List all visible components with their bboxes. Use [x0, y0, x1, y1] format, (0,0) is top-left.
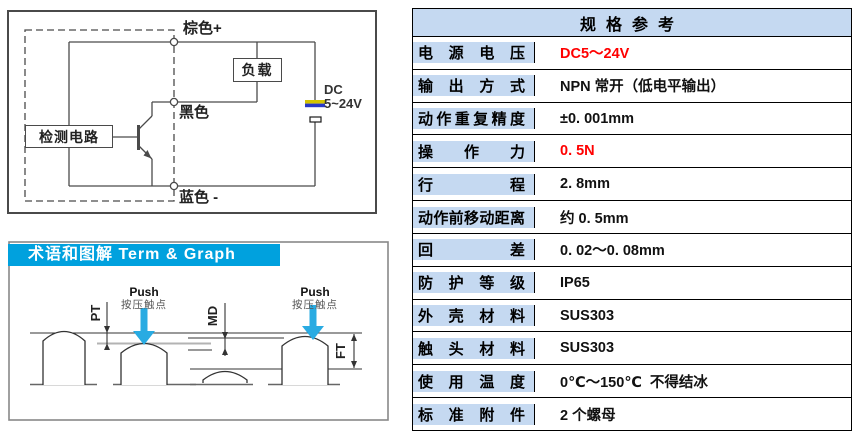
spec-row: 输出方式 NPN 常开（低电平输出） — [413, 70, 851, 103]
dome-free-2 — [281, 335, 329, 385]
dim-label-pt: PT — [88, 304, 103, 322]
dome-free-1 — [42, 330, 86, 385]
dim-pt — [104, 302, 110, 350]
circuit-wires — [68, 41, 316, 187]
detect-circuit-box: 检测电路 — [25, 125, 113, 148]
spec-row: 回差 0. 02～0. 08mm — [413, 234, 851, 267]
circuit-diagram — [7, 10, 377, 214]
push-label-2: Push 按压触点 — [280, 286, 350, 311]
spec-label: 操作力 — [413, 140, 535, 162]
terminal-blue — [169, 181, 179, 191]
spec-label: 使用温度 — [413, 370, 535, 392]
spec-row: 防护等级 IP65 — [413, 267, 851, 300]
blue-wire-label: 蓝色 - — [179, 189, 219, 206]
spec-row: 行程 2. 8mm — [413, 168, 851, 202]
push-arrow-2 — [302, 305, 324, 340]
dim-md — [222, 303, 228, 356]
spec-table-title: 规格参考 — [413, 9, 851, 37]
spec-label: 输出方式 — [413, 75, 535, 97]
spec-value: 0. 5N — [560, 143, 595, 160]
spec-row: 操作力 0. 5N — [413, 135, 851, 169]
load-box: 负载 — [233, 58, 282, 82]
term-graph-frame — [8, 241, 389, 421]
spec-value: 2. 8mm — [560, 176, 610, 193]
sensor-dashed-boundary — [24, 29, 175, 202]
terminal-black — [169, 97, 179, 107]
brown-wire-label: 棕色+ — [183, 20, 222, 37]
push-title-1: Push — [129, 285, 159, 299]
dome-pretravel — [120, 342, 168, 385]
spec-label: 电源电压 — [413, 42, 535, 64]
dim-label-md: MD — [205, 305, 220, 327]
spec-label: 行程 — [413, 173, 535, 195]
circuit-outer-frame — [7, 10, 377, 214]
spec-label: 触头材料 — [413, 337, 535, 359]
spec-row: 动作前移动距离 约 0. 5mm — [413, 201, 851, 234]
plunger-domes — [42, 330, 329, 385]
spec-label: 防护等级 — [413, 272, 535, 294]
dome-fullpress — [202, 370, 248, 383]
spec-value: SUS303 — [560, 340, 615, 357]
spec-row: 外壳材料 SUS303 — [413, 300, 851, 333]
spec-value: 约 0. 5mm — [560, 210, 629, 227]
spec-row: 使用温度 0℃～150℃ 不得结冰 — [413, 365, 851, 399]
black-wire-label: 黑色 — [179, 104, 210, 121]
battery-symbol — [305, 100, 325, 123]
emitter-arrow — [143, 150, 152, 159]
push-arrow-1 — [133, 308, 155, 345]
spec-table: 规格参考 电源电压 DC5～24V 输出方式 NPN 常开（低电平输出） 动作重… — [412, 8, 852, 431]
spec-value: NPN 常开（低电平输出） — [560, 79, 726, 96]
push-title-2: Push — [300, 285, 330, 299]
terminal-brown — [169, 37, 179, 47]
dim-label-ft: FT — [333, 343, 348, 359]
dc-voltage-label: 5~24V — [324, 96, 362, 111]
spec-label: 回差 — [413, 239, 535, 261]
push-label-1: Push 按压触点 — [109, 286, 179, 311]
spec-row: 电源电压 DC5～24V — [413, 37, 851, 70]
spec-value: 2 个螺母 — [560, 407, 616, 424]
spec-label: 外壳材料 — [413, 305, 535, 327]
spec-value: IP65 — [560, 274, 590, 291]
wire-terminals — [169, 37, 179, 191]
spec-label: 标准附件 — [413, 403, 535, 425]
spec-label: 动作重复精度 — [413, 108, 535, 130]
spec-value: 0℃～150℃ 不得结冰 — [560, 374, 708, 391]
push-subtitle-2: 按压触点 — [292, 299, 338, 311]
push-subtitle-1: 按压触点 — [121, 299, 167, 311]
npn-transistor — [113, 102, 153, 186]
spec-row: 标准附件 2 个螺母 — [413, 398, 851, 430]
push-arrows — [133, 305, 324, 345]
term-graph-diagram — [8, 241, 389, 421]
spec-value: DC5～24V — [560, 46, 630, 63]
spec-value: ±0. 001mm — [560, 110, 635, 127]
spec-label: 动作前移动距离 — [413, 206, 535, 228]
spec-value: 0. 02～0. 08mm — [560, 243, 665, 260]
spec-value: SUS303 — [560, 307, 615, 324]
dc-label: DC — [324, 82, 343, 97]
spec-row: 触头材料 SUS303 — [413, 332, 851, 366]
spec-row: 动作重复精度 ±0. 001mm — [413, 103, 851, 136]
dim-ft — [351, 334, 357, 368]
term-graph-banner: 术语和图解 Term & Graph — [8, 244, 280, 266]
